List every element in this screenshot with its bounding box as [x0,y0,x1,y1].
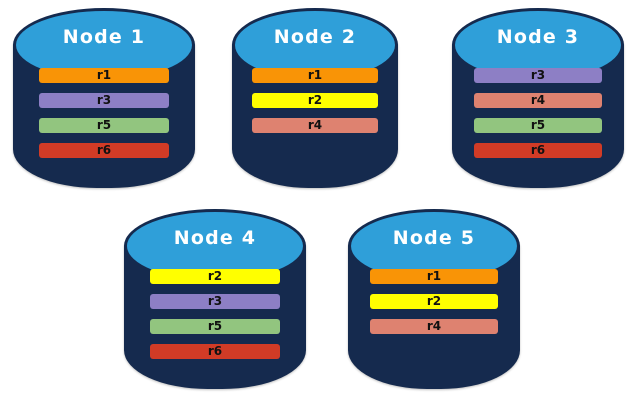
node-cylinder-1[interactable]: Node 1 r1 r3 r5 r6 [13,6,195,192]
node-cylinder-2[interactable]: Node 2 r1 r2 r4 [232,6,398,192]
record-bar[interactable]: r3 [474,68,602,83]
record-bar[interactable]: r3 [39,93,169,108]
record-bar[interactable]: r5 [474,118,602,133]
record-bar[interactable]: r3 [150,294,280,309]
record-list: r1 r3 r5 r6 [39,68,169,158]
record-bar[interactable]: r1 [252,68,378,83]
record-bar[interactable]: r1 [39,68,169,83]
record-bar[interactable]: r2 [150,269,280,284]
record-bar[interactable]: r4 [474,93,602,108]
record-bar[interactable]: r2 [252,93,378,108]
node-cylinder-5[interactable]: Node 5 r1 r2 r4 [348,207,520,393]
record-bar[interactable]: r5 [150,319,280,334]
record-bar[interactable]: r6 [39,143,169,158]
record-bar[interactable]: r6 [150,344,280,359]
record-list: r1 r2 r4 [370,269,498,334]
record-bar[interactable]: r6 [474,143,602,158]
record-list: r2 r3 r5 r6 [150,269,280,359]
record-bar[interactable]: r2 [370,294,498,309]
record-bar[interactable]: r5 [39,118,169,133]
node-cylinder-4[interactable]: Node 4 r2 r3 r5 r6 [124,207,306,393]
record-bar[interactable]: r4 [370,319,498,334]
record-bar[interactable]: r1 [370,269,498,284]
record-list: r1 r2 r4 [252,68,378,133]
node-cylinder-3[interactable]: Node 3 r3 r4 r5 r6 [452,6,624,192]
record-bar[interactable]: r4 [252,118,378,133]
record-list: r3 r4 r5 r6 [474,68,602,158]
